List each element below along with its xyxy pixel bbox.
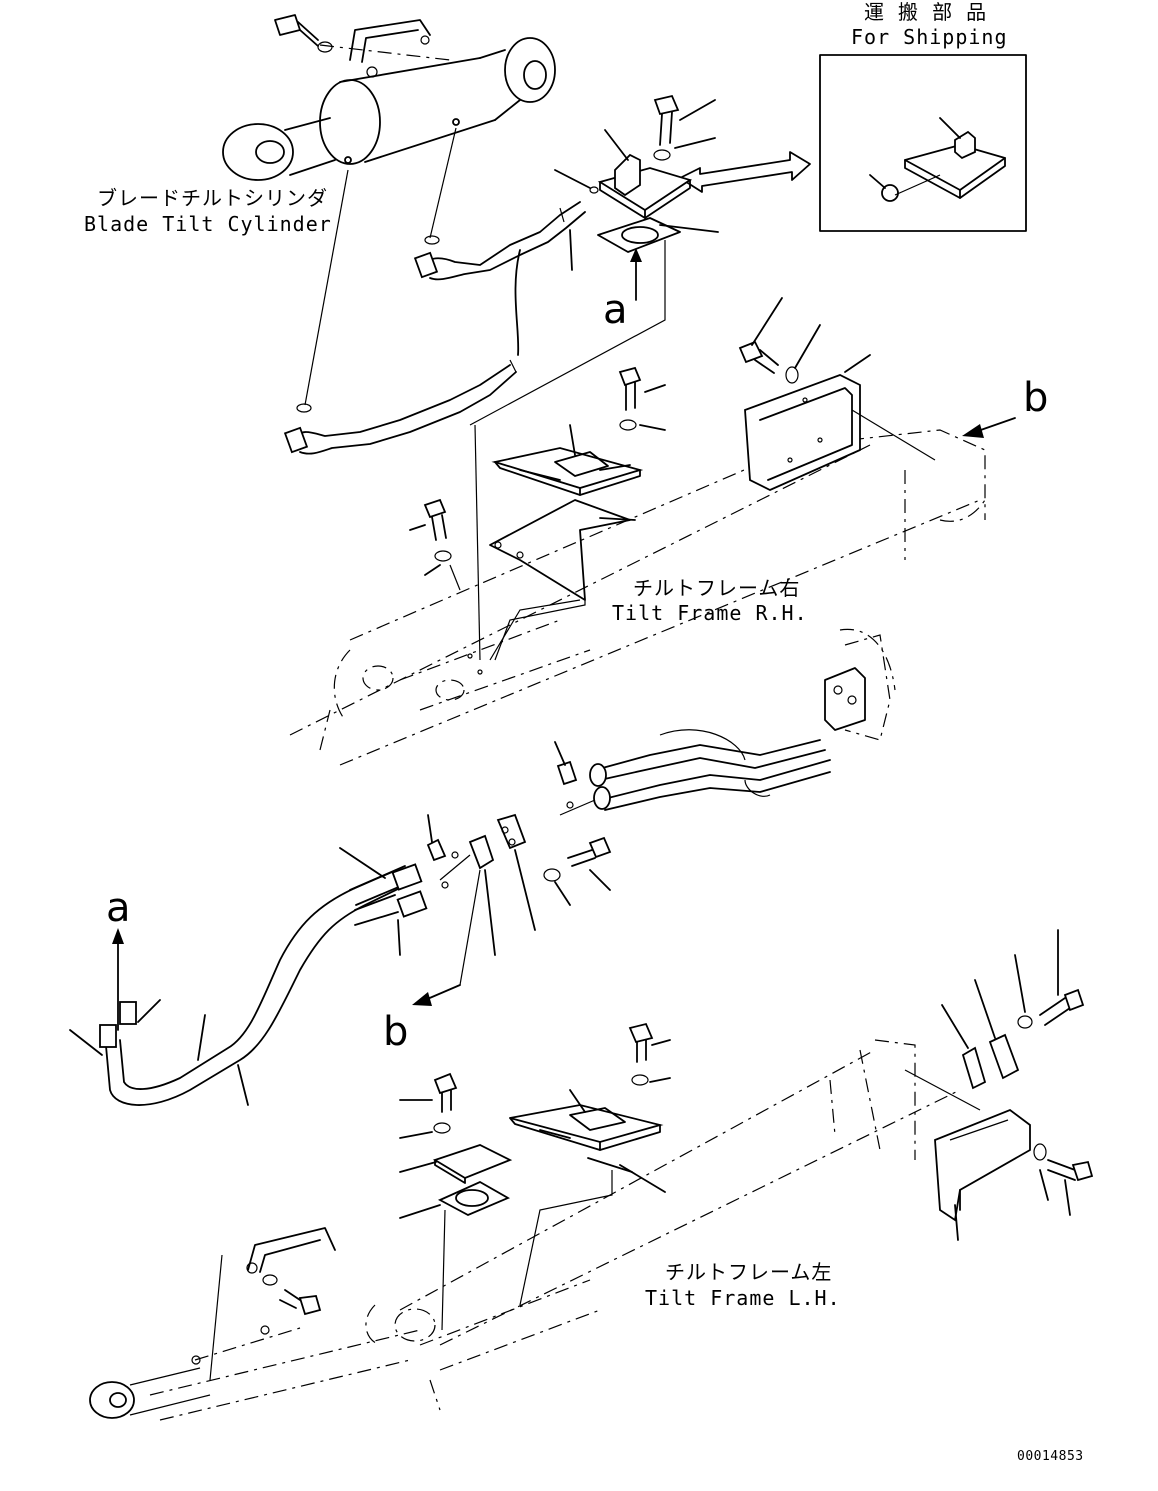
drawing-number: 00014853: [1017, 1449, 1084, 1464]
marker-a-left: a: [106, 885, 131, 931]
step-rh: [409, 366, 666, 661]
pump-fitting-right: [589, 628, 896, 811]
cylinder-hoses: [283, 201, 586, 455]
step-lh: [509, 1022, 671, 1306]
shipping-title-en: For Shipping: [851, 25, 1008, 49]
blade-tilt-cylinder: [222, 14, 556, 406]
cover-lh: [904, 929, 1094, 1241]
tilt-frame-rh-label-en: Tilt Frame R.H.: [612, 601, 808, 625]
tilt-frame-lh-label-jp: チルトフレーム左: [665, 1260, 833, 1284]
block-with-fitting: [469, 94, 719, 426]
shipping-box: [819, 54, 1027, 232]
tilt-frame-rh-label-jp: チルトフレーム右: [633, 576, 801, 600]
plates-lh: [399, 1072, 513, 1331]
left-hose-assembly: [69, 847, 428, 1106]
marker-a-top: a: [603, 287, 628, 333]
marker-b-bottom: b: [383, 1009, 409, 1055]
cylinder-bracket-lh: [191, 1227, 336, 1381]
cover-rh: [738, 297, 1016, 491]
connecting-lines: [489, 599, 596, 816]
blade-tilt-cylinder-label-jp: ブレードチルトシリンダ: [97, 186, 328, 210]
blade-tilt-cylinder-label-en: Blade Tilt Cylinder: [84, 212, 332, 236]
tilt-frame-lh: [89, 1039, 961, 1421]
marker-b-right: b: [1023, 375, 1049, 421]
shipping-title-jp: 運 搬 部 品: [864, 0, 988, 24]
shipping-arrow: [679, 151, 811, 193]
tilt-frame-lh-label-en: Tilt Frame L.H.: [645, 1286, 841, 1310]
tilt-frame-rh: [289, 419, 986, 766]
center-fittings: [412, 741, 612, 1006]
